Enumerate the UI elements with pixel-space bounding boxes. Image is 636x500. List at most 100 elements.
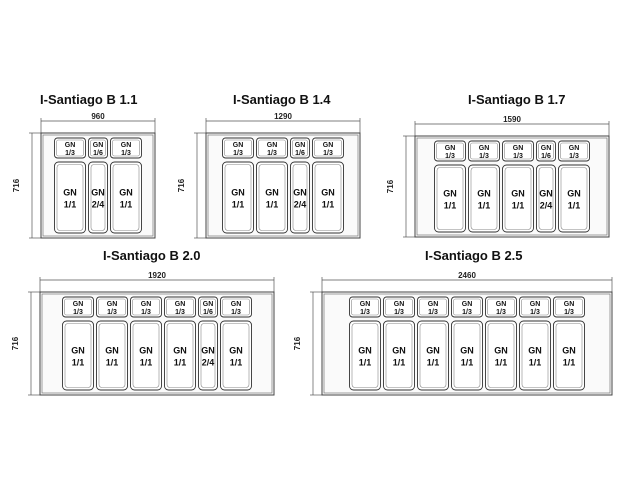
gn-pan-top [222,137,254,159]
pan-size-label: 1/1 [322,200,335,210]
counter-frame-inner [416,137,608,236]
counter-frame-inner [323,293,611,394]
configuration-3: I-Santiago B 1.71590716GN1/3GN1/1GN1/3GN… [386,92,610,238]
pan-type-label: GN [267,142,278,149]
gn-pan-top [256,137,288,159]
pan-type-label: GN [293,188,307,198]
gn-pan-top-inner [56,139,84,157]
configuration-title: I-Santiago B 1.4 [233,92,331,107]
pan-type-label: GN [121,142,132,149]
width-label: 1290 [274,112,292,121]
pan-size-label: 1/3 [65,150,75,157]
pan-size-label: 1/1 [174,358,187,368]
gn-pan-top [290,137,310,159]
pan-size-label: 1/3 [121,150,131,157]
gn-pan-bottom [485,320,517,391]
height-label: 716 [386,179,395,193]
pan-type-label: GN [321,188,335,198]
gn-pan-top [88,137,108,159]
width-label: 960 [91,112,105,121]
gn-pan-top-inner [314,139,342,157]
configuration-title: I-Santiago B 2.5 [425,248,523,263]
gn-pan-top [519,296,551,318]
gn-pan-top-inner [504,142,532,160]
pan-type-label: GN [231,188,245,198]
configuration-title: I-Santiago B 1.1 [40,92,138,107]
width-label: 2460 [458,271,476,280]
pan-type-label: GN [567,189,581,199]
pan-size-label: 1/3 [564,309,574,316]
pan-type-label: GN [494,346,508,356]
gn-pan-bottom [417,320,449,391]
pan-size-label: 1/1 [106,358,119,368]
pan-size-label: 1/3 [530,309,540,316]
pan-type-label: GN [511,189,525,199]
pan-size-label: 1/3 [394,309,404,316]
pan-size-label: 1/6 [203,309,213,316]
gn-pan-bottom-inner [453,323,481,388]
pan-size-label: 1/3 [141,309,151,316]
gn-pan-top-inner [487,298,515,316]
pan-type-label: GN [394,301,405,308]
gn-pan-top-inner [224,139,252,157]
height-label: 716 [11,336,20,350]
gn-pan-bottom-inner [470,167,498,230]
pan-size-label: 1/1 [359,358,372,368]
gn-pan-top [558,140,590,162]
pan-type-label: GN [119,188,133,198]
pan-size-label: 1/1 [64,200,77,210]
pan-type-label: GN [462,301,473,308]
pan-type-label: GN [175,301,186,308]
gn-pan-bottom [553,320,585,391]
counter-frame-inner [41,293,273,394]
pan-size-label: 2/4 [92,200,105,210]
gn-pan-top-inner [98,298,126,316]
gn-pan-bottom [198,320,218,391]
gn-pan-bottom [519,320,551,391]
height-label: 716 [177,178,186,192]
gn-pan-top [502,140,534,162]
pan-size-label: 1/6 [93,150,103,157]
gn-pan-bottom [54,161,86,234]
gn-pan-top [96,296,128,318]
pan-type-label: GN [107,301,118,308]
pan-type-label: GN [295,142,306,149]
gn-pan-bottom [96,320,128,391]
gn-pan-top-inner [521,298,549,316]
width-label: 1590 [503,115,521,124]
pan-type-label: GN [528,346,542,356]
gn-pan-bottom-inner [90,164,106,231]
gn-pan-top [312,137,344,159]
pan-size-label: 1/3 [513,153,523,160]
gn-pan-top [110,137,142,159]
gn-pan-bottom-inner [504,167,532,230]
gn-pan-bottom-inner [292,164,308,231]
gn-pan-top [434,140,466,162]
pan-type-label: GN [360,301,371,308]
gn-pan-top-inner [166,298,194,316]
gn-pan-bottom [256,161,288,234]
gn-pan-top-inner [112,139,140,157]
gn-pan-bottom [558,164,590,233]
gn-pan-bottom-inner [222,323,250,388]
gn-pan-bottom-inner [560,167,588,230]
pan-size-label: 1/1 [120,200,133,210]
height-label: 716 [293,336,302,350]
pan-type-label: GN [231,301,242,308]
gn-pan-top [164,296,196,318]
gn-pan-bottom [130,320,162,391]
pan-size-label: 1/6 [295,150,305,157]
gn-pan-bottom [88,161,108,234]
gn-pan-top-inner [419,298,447,316]
gn-pan-top-inner [200,298,216,316]
pan-size-label: 2/4 [294,200,307,210]
pan-size-label: 1/1 [72,358,85,368]
